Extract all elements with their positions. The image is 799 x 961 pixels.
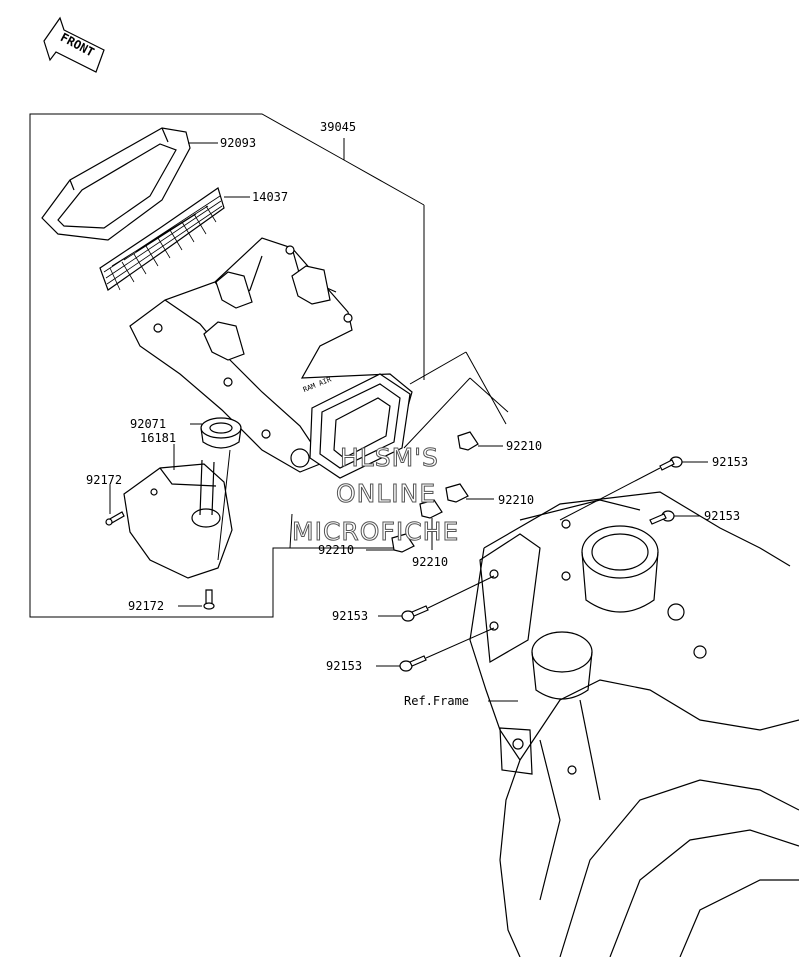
watermark-line-1: HLSM'S [340,443,439,472]
clip-part-92210-a [457,431,479,451]
assembly-bracket [29,113,425,618]
label-92172-b: 92172 [128,599,164,613]
bolt-axis-92153-d [425,627,495,659]
bolt-part-92153-b [649,510,675,525]
label-92210-a: 92210 [506,439,542,453]
label-92210-c: 92210 [412,555,448,569]
guide-line-2 [465,351,507,425]
label-92153-c: 92153 [332,609,368,623]
guide-line-1 [409,351,467,385]
bolt-part-92153-a [659,456,683,471]
bolt-axis-92153-a [559,467,661,521]
label-92153-a: 92153 [712,455,748,469]
label-16181: 16181 [140,431,176,445]
label-92153-d: 92153 [326,659,362,673]
bolt-part-92153-c [401,605,429,622]
grommet-part [200,417,242,449]
mesh-screen-part [99,187,225,291]
bolt-part-92153-d [399,655,427,672]
label-92172-a: 92172 [86,473,122,487]
label-92153-b: 92153 [704,509,740,523]
label-92093: 92093 [220,136,256,150]
clip-part-92210-c [419,499,443,519]
screw-part-92172-b [203,589,215,610]
leader-tank-hose [217,449,231,561]
label-92071: 92071 [130,417,166,431]
label-92210-d: 92210 [318,543,354,557]
label-ref-frame: Ref.Frame [404,694,469,708]
clip-part-92210-b [445,483,469,503]
guide-line-4 [469,377,509,413]
air-intake-duct-part: RAM AIR [129,237,413,479]
guide-line-3 [403,377,471,449]
duct-cover-part [41,127,191,241]
bolt-axis-92153-c [427,575,495,609]
resonator-tank-part [123,459,233,579]
clip-part-92210-d [391,533,415,553]
label-39045: 39045 [320,120,356,134]
guide-line-5 [289,513,293,549]
screw-part-92172-a [105,511,125,526]
label-92210-b: 92210 [498,493,534,507]
frame-reference-part [469,491,799,958]
watermark-line-3: MICROFICHE [292,517,459,546]
watermark-line-2: ONLINE [336,479,436,508]
label-14037: 14037 [252,190,288,204]
front-arrow-icon: FRONT [43,16,105,73]
